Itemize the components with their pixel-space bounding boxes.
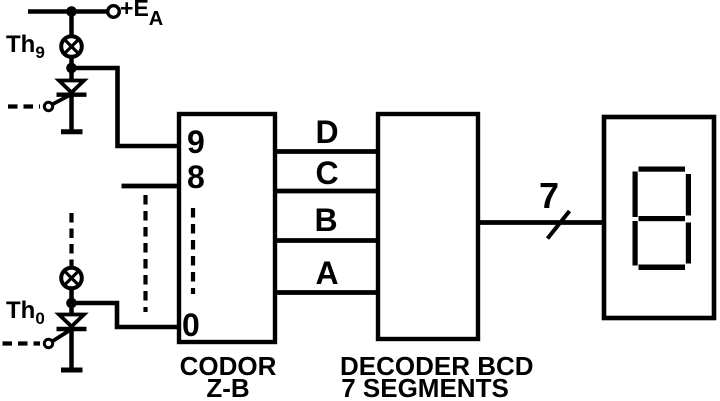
thyristor-9-name: Th xyxy=(6,31,36,58)
segment-a xyxy=(638,166,685,172)
encoder-block xyxy=(176,111,278,345)
seven-segment-digit xyxy=(632,166,691,270)
segment-e xyxy=(632,221,638,266)
thyristor-0-name: Th xyxy=(6,297,36,324)
segment-f xyxy=(632,171,638,217)
decoder-caption-line1: DECODER BCD xyxy=(340,351,534,381)
encoder-pin-9: 9 xyxy=(187,124,205,160)
decoder-pin-d: D xyxy=(315,114,339,150)
decoder-caption-line2: 7 SEGMENTS xyxy=(341,373,509,401)
supply-rail xyxy=(28,3,121,37)
thyristor-9-icon xyxy=(8,57,89,135)
lamp-cross xyxy=(63,38,80,55)
lamp-9-icon xyxy=(59,34,84,59)
decoder-pin-b: B xyxy=(314,202,338,238)
encoder-pin-0: 0 xyxy=(182,307,200,343)
supply-terminal-icon xyxy=(105,3,121,20)
thyristor-triangle xyxy=(54,312,89,330)
wire-0-to-encoder xyxy=(71,300,179,330)
decoder-caption: DECODER BCD 7 SEGMENTS xyxy=(340,351,534,401)
segment-d xyxy=(638,264,685,270)
gate-lead xyxy=(51,92,72,107)
gate-terminal-icon xyxy=(42,100,55,113)
wire-9-to-encoder xyxy=(71,65,179,149)
thyristor-0-index: 0 xyxy=(35,309,45,328)
encoder-caption-line2: Z-B xyxy=(206,373,250,401)
decoder-pin-c: C xyxy=(315,155,339,191)
decoder-block xyxy=(375,111,481,342)
encoder-pin-8: 8 xyxy=(187,159,205,195)
gate-terminal-icon xyxy=(42,337,55,350)
bus-width-label: 7 xyxy=(538,175,560,216)
segment-b xyxy=(685,174,691,216)
bus-width-slash xyxy=(545,209,572,240)
thyristor-0-icon xyxy=(2,288,89,373)
segment-c xyxy=(685,222,691,264)
encoder-caption: CODOR Z-B xyxy=(163,351,293,401)
display-block xyxy=(601,114,717,321)
supply-subscript: A xyxy=(148,8,164,30)
thyristor-triangle xyxy=(54,78,89,96)
lamp-cross xyxy=(63,269,80,287)
supply-plus: + xyxy=(120,0,134,21)
gate-lead xyxy=(50,327,73,344)
thyristor-9-index: 9 xyxy=(35,43,45,62)
encoder-caption-line1: CODOR xyxy=(179,351,277,381)
decoder-pin-a: A xyxy=(315,255,339,291)
supply-name: E xyxy=(133,0,149,21)
lamp-0-icon xyxy=(59,265,84,291)
segment-g xyxy=(638,216,685,222)
